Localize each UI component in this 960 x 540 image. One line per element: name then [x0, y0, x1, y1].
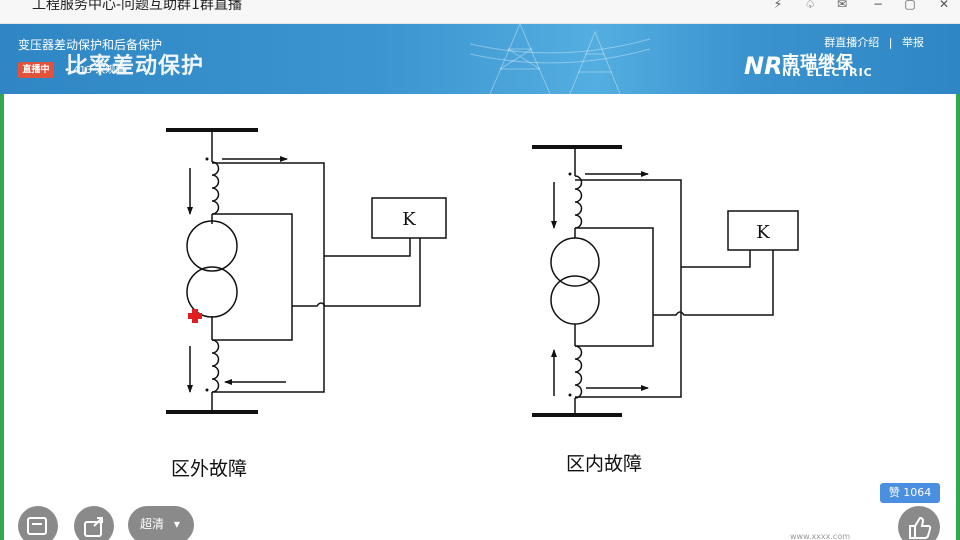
pin-icon[interactable]: ♤ — [804, 0, 816, 11]
logo-english: NR ELECTRIC — [782, 66, 873, 79]
left-relay-label: K — [402, 209, 416, 230]
nr-logo-icon: NR — [744, 52, 780, 78]
top-links: 群直播介绍 | 举报 — [824, 34, 924, 50]
left-caption: 区外故障 — [171, 458, 248, 480]
left-top-ct — [211, 161, 220, 215]
left-relay-box — [371, 197, 447, 239]
left-relay-wire-b — [292, 238, 421, 307]
left-inner-loop — [212, 213, 293, 341]
chevron-down-icon: ▾ — [173, 517, 180, 531]
share-icon — [84, 517, 103, 537]
report-link[interactable]: 举报 — [902, 36, 924, 49]
window-title: 工程服务中心-问题互助群1群直播 — [32, 0, 242, 13]
close-button[interactable]: ✕ — [938, 0, 950, 11]
left-bottom-ct — [211, 339, 220, 393]
right-relay-box — [727, 210, 799, 251]
like-button[interactable] — [898, 506, 940, 540]
right-inner-loop — [575, 227, 654, 347]
right-bottom-ct — [574, 345, 583, 399]
left-outer-loop — [212, 162, 325, 393]
title-bar: 工程服务中心-问题互助群1群直播 ⚡ ♤ ✉ − ▢ ✕ — [0, 0, 960, 24]
quality-select[interactable]: 超清 ▾ — [128, 506, 194, 540]
left-transformer-secondary — [186, 266, 238, 318]
logo-chinese: 南瑞继保 — [782, 53, 854, 73]
group-live-intro-link[interactable]: 群直播介绍 — [824, 36, 880, 49]
right-relay-wire-a — [681, 250, 751, 268]
right-transformer-secondary — [550, 275, 600, 325]
right-top-ct — [574, 175, 583, 229]
nr-logo-mark: NR — [744, 52, 780, 78]
link-separator: | — [888, 36, 893, 49]
right-edge-bar — [956, 94, 960, 540]
likes-count-badge: 赞 1064 — [880, 483, 940, 503]
maximize-button[interactable]: ▢ — [904, 0, 916, 11]
left-relay-wire-a — [324, 238, 411, 257]
comment-icon — [27, 517, 47, 535]
flash-icon[interactable]: ⚡ — [773, 0, 783, 11]
right-relay-wire-b — [653, 250, 774, 316]
message-icon[interactable]: ✉ — [836, 0, 848, 11]
right-relay-label: K — [756, 222, 770, 243]
footer-url: www.xxxx.com — [790, 532, 851, 540]
slide-heading: 比率差动保护 — [66, 54, 205, 79]
left-edge-bar — [0, 94, 4, 540]
thumbs-up-icon — [909, 516, 932, 539]
live-badge: 直播中 — [18, 62, 54, 78]
live-title: 变压器差动保护和后备保护 — [18, 38, 163, 52]
quality-label: 超清 — [140, 517, 165, 531]
viewer-count: • 413 人观看 — [64, 65, 126, 76]
minimize-button[interactable]: − — [872, 0, 884, 11]
left-transformer-primary — [186, 220, 238, 272]
slide-banner: 变压器差动保护和后备保护 比率差动保护 直播中 • 413 人观看 群直播介绍 … — [0, 24, 960, 94]
share-button[interactable] — [74, 506, 114, 540]
comment-button[interactable] — [18, 506, 58, 540]
right-caption: 区内故障 — [566, 453, 643, 475]
fault-marker-icon — [188, 309, 202, 323]
right-transformer-primary — [550, 237, 600, 287]
power-tower-icon — [470, 24, 650, 94]
right-outer-loop — [575, 179, 682, 398]
